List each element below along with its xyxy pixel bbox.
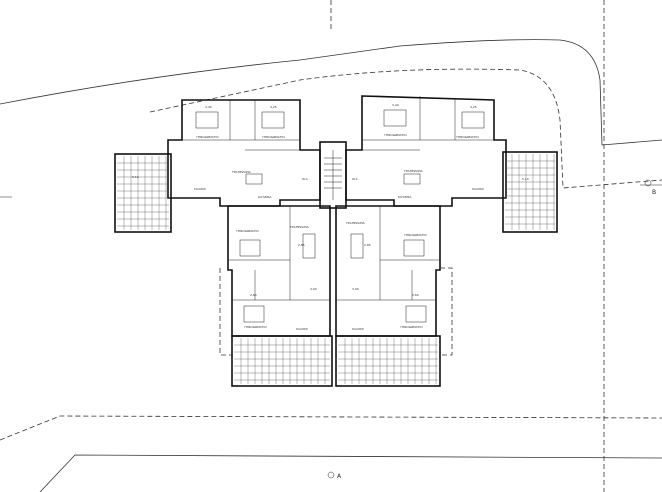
bed-lower-left-2 bbox=[243, 305, 265, 323]
room-labels: ΥΠΝΟΔΩΜΑΤΙΟ ΥΠΝΟΔΩΜΑΤΙΟ ΥΠΝΟΔΩΜΑΤΙΟ ΥΠΝΟ… bbox=[194, 133, 484, 331]
dimension-label: 5,10 bbox=[132, 175, 139, 179]
room-label-living: ΣΑΛΟΝΙ bbox=[352, 327, 364, 331]
room-label-bedroom: ΥΠΝΟΔΩΜΑΤΙΟ bbox=[236, 229, 259, 233]
wall-lower-left-wing bbox=[227, 205, 331, 337]
plot-boundary-bottom bbox=[39, 454, 662, 492]
interior-partitions bbox=[182, 96, 494, 301]
bed-upper-right-2 bbox=[461, 111, 485, 129]
bed-lower-left-1 bbox=[239, 239, 261, 257]
terrace-left bbox=[114, 153, 172, 233]
dimension-labels: 3,40 4,25 3,40 4,25 5,10 5,10 2,85 2,85 … bbox=[132, 103, 529, 297]
terrace-right bbox=[502, 151, 558, 233]
dining-table-lower-left bbox=[302, 233, 316, 259]
bed-upper-left-2 bbox=[261, 111, 285, 129]
section-marker-bottom-symbol bbox=[327, 471, 335, 479]
room-label-bedroom: ΥΠΝΟΔΩΜΑΤΙΟ bbox=[384, 133, 407, 137]
setback-line-bottom bbox=[0, 415, 662, 441]
section-marker-right: B bbox=[652, 189, 656, 196]
wall-lower-right-wing bbox=[335, 205, 441, 337]
terrace-tile-hatch bbox=[117, 154, 555, 384]
dining-table-lower-right bbox=[350, 233, 364, 259]
section-marker-bottom: A bbox=[337, 473, 342, 480]
dimension-label: 2,85 bbox=[298, 243, 305, 247]
setback-line-top bbox=[149, 68, 662, 189]
room-label-bedroom: ΥΠΝΟΔΩΜΑΤΙΟ bbox=[244, 325, 267, 329]
room-label-bedroom: ΥΠΝΟΔΩΜΑΤΙΟ bbox=[262, 135, 285, 139]
room-label-dining: ΤΡΑΠΕΖΑΡΙΑ bbox=[403, 169, 424, 173]
dimension-label: 2,60 bbox=[250, 293, 257, 297]
room-label-wc: W.C. bbox=[302, 177, 309, 181]
balcony-outline-left bbox=[219, 267, 453, 356]
room-label-bedroom: ΥΠΝΟΔΩΜΑΤΙΟ bbox=[404, 233, 427, 237]
dimension-label: 3,40 bbox=[392, 103, 399, 107]
room-label-kitchen: ΚΟΥΖΙΝΑ bbox=[258, 195, 272, 199]
room-label-kitchen: ΚΟΥΖΙΝΑ bbox=[398, 195, 412, 199]
furniture bbox=[195, 109, 485, 323]
dining-table-upper-left bbox=[245, 173, 263, 185]
stair-core bbox=[319, 141, 347, 209]
plot-boundary-top bbox=[0, 39, 662, 146]
dimension-label: 4,25 bbox=[470, 105, 477, 109]
room-label-bedroom: ΥΠΝΟΔΩΜΑΤΙΟ bbox=[456, 135, 479, 139]
dining-table-upper-right bbox=[403, 173, 421, 185]
dimension-label: 3,00 bbox=[352, 287, 359, 291]
room-label-dining: ΤΡΑΠΕΖΑΡΙΑ bbox=[289, 225, 310, 229]
terrace-bottom-left bbox=[231, 335, 333, 387]
dimension-label: 3,00 bbox=[310, 287, 317, 291]
dimension-label: 3,40 bbox=[205, 105, 212, 109]
room-label-dining: ΤΡΑΠΕΖΑΡΙΑ bbox=[345, 221, 366, 225]
room-label-bedroom: ΥΠΝΟΔΩΜΑΤΙΟ bbox=[196, 135, 219, 139]
building-walls bbox=[114, 95, 558, 387]
dimension-label: 2,60 bbox=[412, 293, 419, 297]
terrace-bottom-right bbox=[335, 335, 441, 387]
room-label-bedroom: ΥΠΝΟΔΩΜΑΤΙΟ bbox=[400, 325, 423, 329]
bed-upper-left-1 bbox=[195, 111, 219, 129]
dimension-label: 4,25 bbox=[270, 105, 277, 109]
bed-upper-right-1 bbox=[383, 109, 407, 127]
room-label-dining: ΤΡΑΠΕΖΑΡΙΑ bbox=[231, 170, 252, 174]
room-label-living: ΣΑΛΟΝΙ bbox=[194, 187, 206, 191]
wall-upper-left-wing bbox=[167, 99, 321, 207]
room-label-living: ΣΑΛΟΝΙ bbox=[472, 187, 484, 191]
bed-lower-right-1 bbox=[403, 239, 425, 257]
dimension-label: 5,10 bbox=[522, 177, 529, 181]
dimension-label: 2,85 bbox=[364, 243, 371, 247]
section-marker-right-symbol bbox=[644, 179, 652, 187]
room-label-living: ΣΑΛΟΝΙ bbox=[296, 327, 308, 331]
room-label-wc: W.C. bbox=[352, 177, 359, 181]
section-markers: A B bbox=[327, 179, 656, 480]
bed-lower-right-2 bbox=[405, 305, 427, 323]
